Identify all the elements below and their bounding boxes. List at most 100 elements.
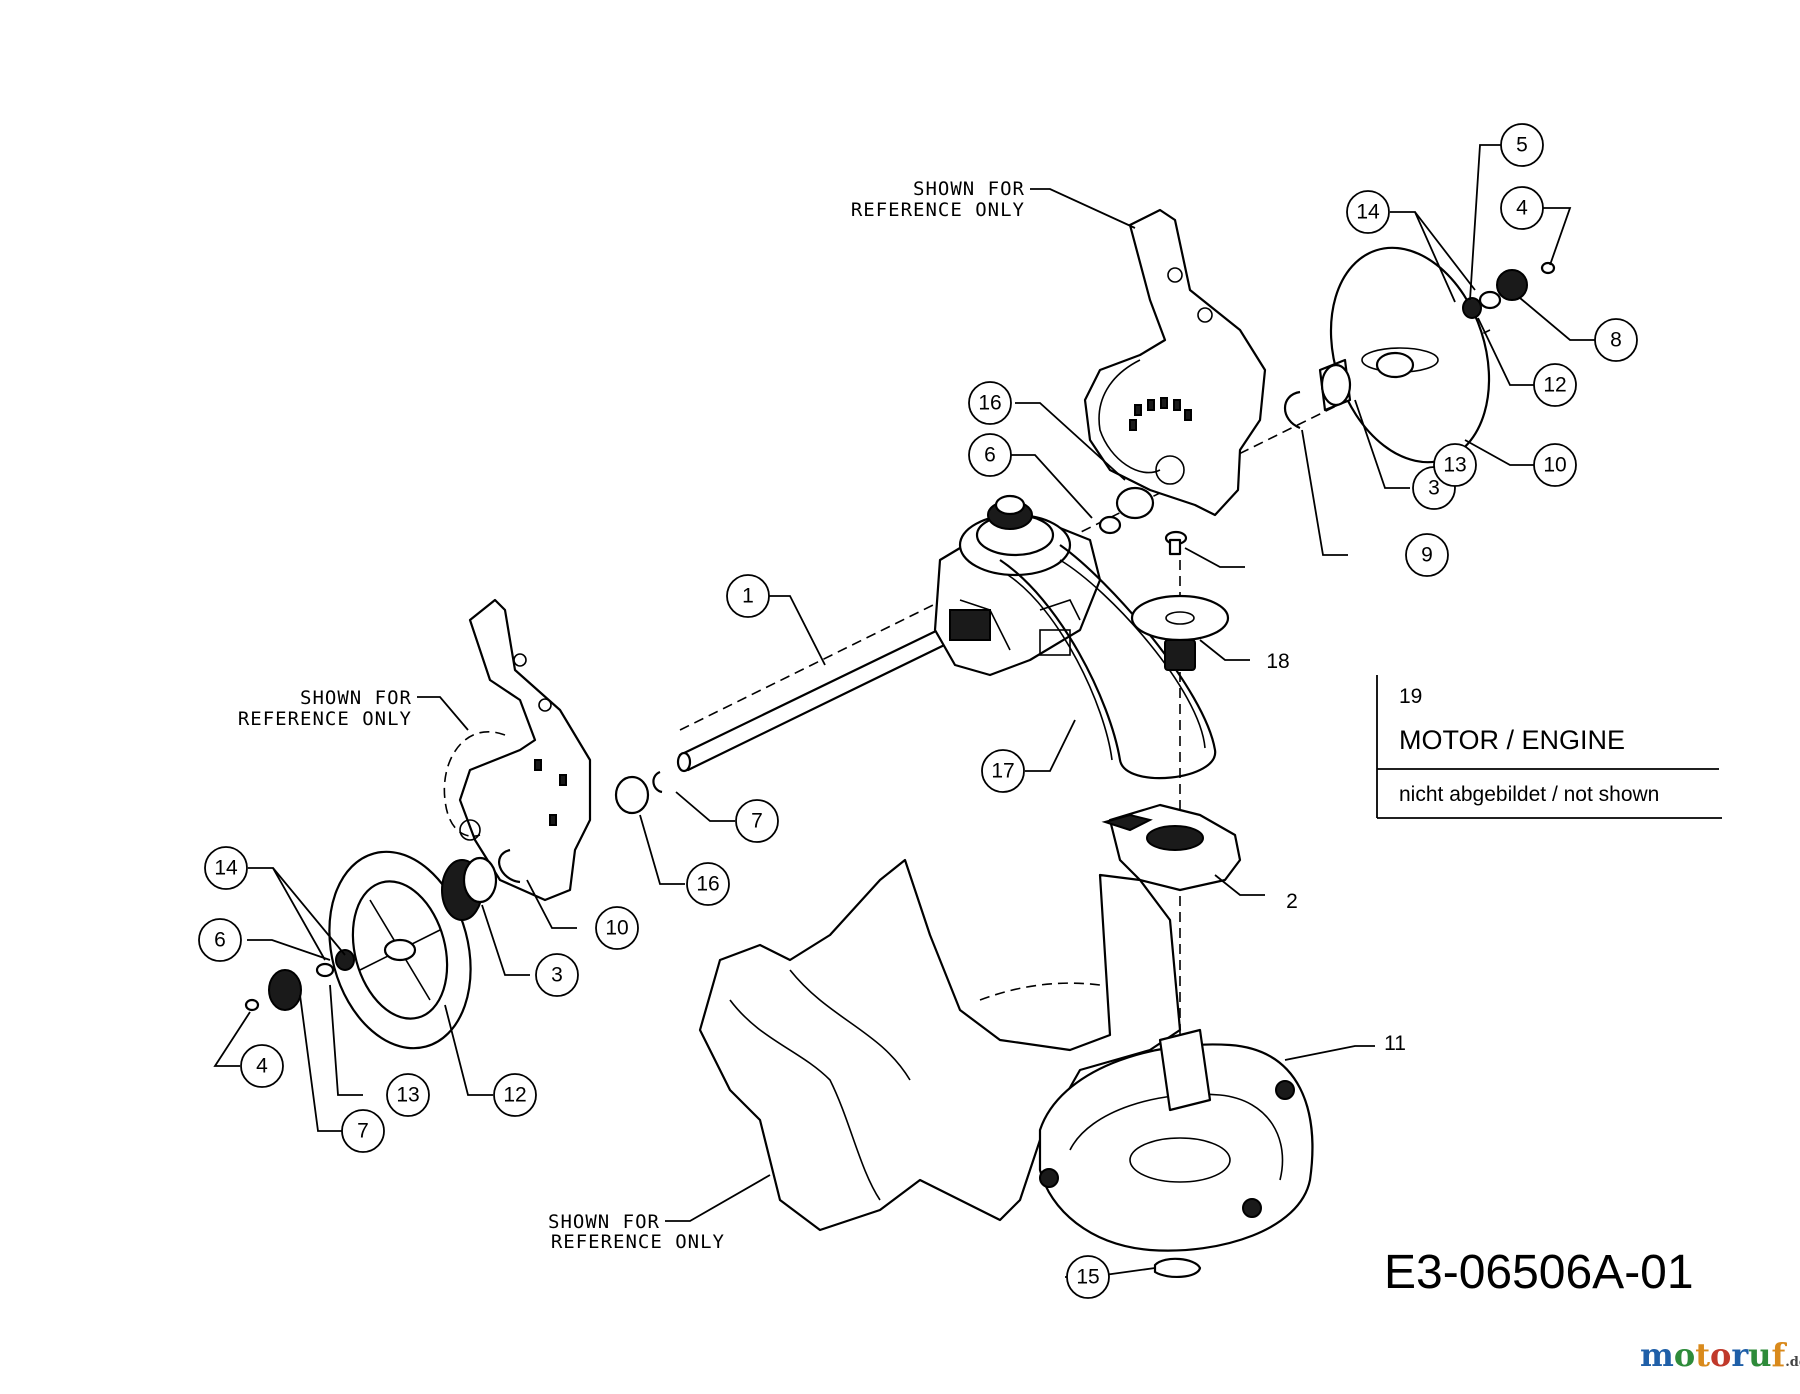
callout-label: 3 — [551, 964, 563, 987]
callout-14: 14 — [204, 846, 248, 890]
callout-6: 6 — [198, 918, 242, 962]
callout-label: 10 — [605, 917, 628, 940]
callout-label: 13 — [396, 1084, 419, 1107]
transmission — [933, 494, 1102, 677]
motor-box-lines — [1376, 675, 1722, 819]
callout-13: 13 — [1433, 443, 1477, 487]
right-side-bracket — [1083, 208, 1267, 517]
callout-label: 12 — [1543, 374, 1566, 397]
label-2: 2 — [1286, 890, 1298, 913]
engine-mount — [1101, 803, 1242, 892]
reference-note-line2: REFERENCE ONLY — [551, 1231, 725, 1253]
leader-lines — [213, 144, 1595, 1278]
reference-note-line1: SHOWN FOR — [913, 178, 1025, 200]
callout-label: 3 — [1428, 477, 1440, 500]
callout-label: 10 — [1543, 454, 1566, 477]
callout-6: 6 — [968, 433, 1012, 477]
brand-letter: o — [1673, 1336, 1696, 1374]
callout-circle — [1433, 443, 1477, 487]
callout-circle — [1594, 318, 1638, 362]
callout-label: 7 — [751, 810, 763, 833]
callout-label: 16 — [696, 873, 719, 896]
callout-label: 4 — [256, 1055, 268, 1078]
deck-base — [1038, 1028, 1314, 1252]
clip — [1153, 1257, 1202, 1278]
callout-14: 14 — [1346, 190, 1390, 234]
motor-part-number: 19 — [1399, 685, 1423, 708]
callout-16: 16 — [968, 381, 1012, 425]
callout-circle — [968, 433, 1012, 477]
callout-circle — [1533, 363, 1577, 407]
callout-label: 17 — [991, 760, 1014, 783]
callout-label: 14 — [214, 857, 238, 880]
callout-circle — [493, 1073, 537, 1117]
callout-circle — [981, 749, 1025, 793]
motor-not-shown-note: nicht abgebildet / not shown — [1399, 783, 1660, 806]
callout-7: 7 — [341, 1109, 385, 1153]
brand-logo: motoruf.de — [1640, 1336, 1800, 1374]
label-11: 11 — [1384, 1032, 1406, 1055]
callout-label: 6 — [214, 929, 226, 952]
motor-engine-note: 19 MOTOR / ENGINE nicht abgebildet / not… — [1377, 675, 1722, 817]
brand-letter: r — [1731, 1336, 1749, 1374]
callout-13: 13 — [386, 1073, 430, 1117]
callout-4: 4 — [240, 1044, 284, 1088]
callout-circle — [386, 1073, 430, 1117]
reference-note-line2: REFERENCE ONLY — [851, 199, 1025, 221]
callout-label: 16 — [978, 392, 1001, 415]
callout-label: 8 — [1610, 329, 1622, 352]
callout-10: 10 — [1533, 443, 1577, 487]
brand-letter: u — [1748, 1336, 1772, 1374]
callout-circle — [735, 799, 779, 843]
callout-circle — [240, 1044, 284, 1088]
reference-note-top: SHOWN FOR REFERENCE ONLY — [851, 178, 1025, 221]
callout-9: 9 — [1405, 533, 1449, 577]
callout-label: 12 — [503, 1084, 526, 1107]
callout-label: 15 — [1076, 1266, 1099, 1289]
brand-letter: o — [1709, 1336, 1732, 1374]
brand-letter: t — [1695, 1336, 1710, 1374]
reference-note-line1: SHOWN FOR — [300, 687, 412, 709]
reference-note-left: SHOWN FOR REFERENCE ONLY — [238, 687, 412, 730]
reference-note-line1: SHOWN FOR — [548, 1211, 660, 1233]
callout-circle — [1500, 186, 1544, 230]
callout-label: 4 — [1516, 197, 1528, 220]
motor-title: MOTOR / ENGINE — [1399, 725, 1626, 755]
left-wheel-assembly — [244, 770, 663, 1050]
right-wheel-assembly — [1098, 246, 1556, 535]
callout-circle — [968, 381, 1012, 425]
callout-label: 9 — [1421, 544, 1433, 567]
callout-label: 14 — [1356, 201, 1380, 224]
callout-circle — [1346, 190, 1390, 234]
callout-circle — [1500, 123, 1544, 167]
callout-circle — [1533, 443, 1577, 487]
callout-circle — [204, 846, 248, 890]
callout-label: 6 — [984, 444, 996, 467]
left-side-bracket — [443, 598, 592, 902]
callout-label: 5 — [1516, 134, 1528, 157]
callout-8: 8 — [1594, 318, 1638, 362]
callout-label: 7 — [357, 1120, 369, 1143]
callout-5: 5 — [1500, 123, 1544, 167]
callout-1: 1 — [726, 574, 770, 618]
housing — [698, 858, 1182, 1232]
callout-circle — [595, 906, 639, 950]
brand-letter: f — [1771, 1336, 1786, 1374]
pulley — [1130, 594, 1230, 671]
callout-circle — [726, 574, 770, 618]
callout-label: 13 — [1443, 454, 1466, 477]
callout-circle — [1405, 533, 1449, 577]
callout-circle — [341, 1109, 385, 1153]
brand-letter: m — [1640, 1336, 1674, 1374]
drawing-number: E3-06506A-01 — [1384, 1246, 1694, 1299]
reference-note-bottom: SHOWN FOR REFERENCE ONLY — [548, 1211, 725, 1253]
callout-17: 17 — [981, 749, 1025, 793]
callout-3: 3 — [535, 953, 579, 997]
brand-name: motoruf — [1640, 1336, 1785, 1374]
callout-7: 7 — [735, 799, 779, 843]
callout-circle — [535, 953, 579, 997]
callout-10: 10 — [595, 906, 639, 950]
callout-16: 16 — [686, 862, 730, 906]
